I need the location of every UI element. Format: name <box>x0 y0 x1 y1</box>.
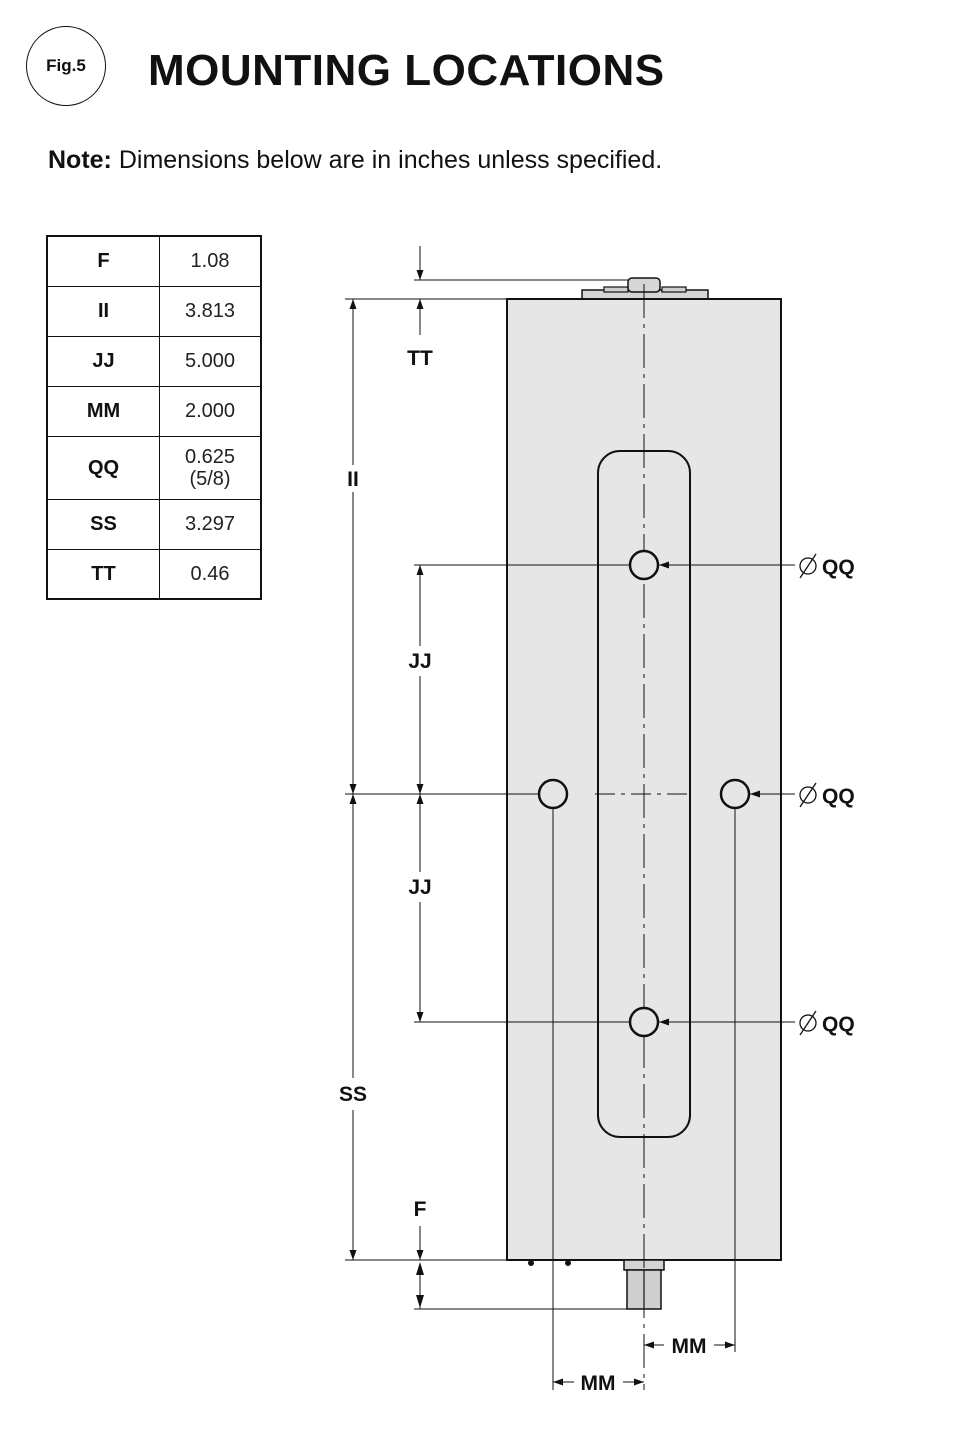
label-jj-lower: JJ <box>408 876 431 899</box>
dimension-value: 0.46 <box>159 548 262 600</box>
label-qq-middle: QQ <box>822 785 855 808</box>
table-row: F 1.08 <box>46 235 262 287</box>
extension-lines <box>345 279 736 1390</box>
label-mm-right: MM <box>672 1335 707 1358</box>
dimension-value-fraction: (5/8) <box>189 467 231 490</box>
page-title: MOUNTING LOCATIONS <box>148 46 665 95</box>
table-row: QQ 0.625 (5/8) <box>46 435 262 500</box>
dimension-key: QQ <box>46 435 160 500</box>
note-line: Note: Dimensions below are in inches unl… <box>48 143 662 177</box>
label-qq-top: QQ <box>822 556 855 579</box>
table-row: JJ 5.000 <box>46 335 262 387</box>
mounting-hole-left <box>537 778 569 810</box>
dimension-value: 2.000 <box>159 385 262 437</box>
dimension-table: F 1.08 II 3.813 JJ 5.000 MM 2.000 QQ 0.6… <box>46 235 262 600</box>
dimension-mm-right: MM <box>644 1335 735 1358</box>
table-row: TT 0.46 <box>46 548 262 600</box>
dimension-mm-left: MM <box>553 1372 644 1395</box>
dimension-key: JJ <box>46 335 160 387</box>
top-connector <box>581 277 709 300</box>
leader-qq-top: QQ <box>659 553 855 579</box>
leader-qq-bottom: QQ <box>659 1010 855 1036</box>
figure-label: Fig.5 <box>46 56 86 75</box>
dimension-jj-upper: JJ <box>408 565 432 794</box>
label-mm-left: MM <box>581 1372 616 1395</box>
mounting-hole-bottom <box>628 1006 660 1038</box>
dimension-key: F <box>46 235 160 287</box>
dimension-value: 5.000 <box>159 335 262 387</box>
dimension-f: F <box>414 1198 427 1309</box>
mounting-hole-right <box>719 778 751 810</box>
dimension-value-cell: 0.625 (5/8) <box>159 435 262 500</box>
dimension-key: TT <box>46 548 160 600</box>
label-tt: TT <box>407 347 433 370</box>
diameter-icon <box>799 553 817 579</box>
leader-qq-middle: QQ <box>750 782 855 808</box>
label-f: F <box>414 1198 427 1221</box>
dimension-value: 3.813 <box>159 285 262 337</box>
table-row: MM 2.000 <box>46 385 262 437</box>
dimension-jj-lower: JJ <box>408 794 432 1022</box>
dimension-value: 0.625 <box>184 445 236 468</box>
label-jj-upper: JJ <box>408 650 431 673</box>
label-qq-bottom: QQ <box>822 1013 855 1036</box>
note-prefix: Note: <box>48 146 112 174</box>
mounting-hole-top <box>628 549 660 581</box>
dimension-ii: II <box>347 299 359 794</box>
note-text: Dimensions below are in inches unless sp… <box>111 146 663 174</box>
label-ii: II <box>347 468 359 491</box>
dimension-key: MM <box>46 385 160 437</box>
label-ss: SS <box>339 1083 367 1106</box>
diameter-icon <box>799 782 817 808</box>
dimension-value: 3.297 <box>159 498 262 550</box>
diameter-icon <box>799 1010 817 1036</box>
figure-label-badge: Fig.5 <box>26 26 106 106</box>
dimension-tt: TT <box>407 246 433 370</box>
dimension-ss: SS <box>339 794 367 1260</box>
